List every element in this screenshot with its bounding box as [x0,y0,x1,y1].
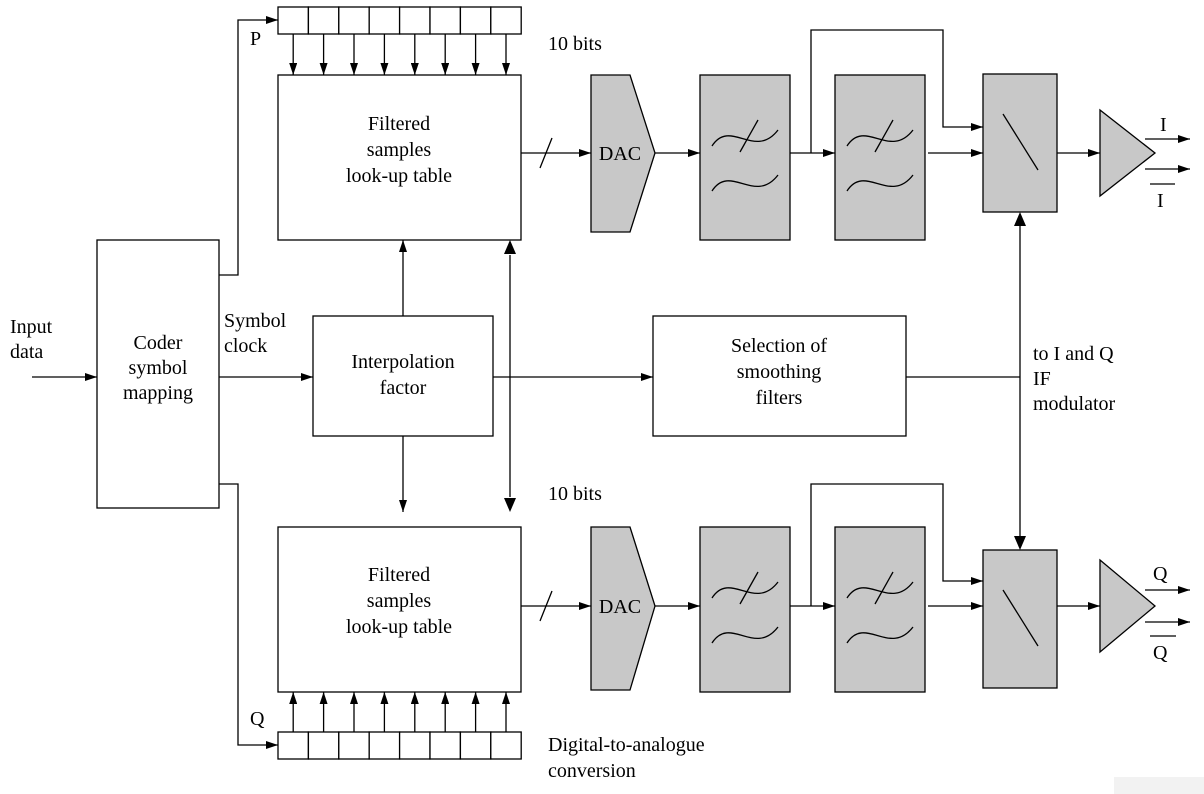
filter-curve-icon [711,626,779,644]
selection-label-3: filters [756,387,803,409]
filter-curve-icon [846,129,914,147]
interp-label-1: Interpolation [351,351,454,373]
filter-top-2 [834,74,926,241]
filter-slash-icon [874,119,894,153]
switch-block [982,549,1058,689]
dac-conversion-label-2: conversion [548,760,636,782]
symbol-clock-label-2: clock [224,335,267,357]
filter-curve-icon [846,174,914,192]
corner-shade [1114,777,1204,794]
register-cell [429,731,462,760]
register-cell [429,6,462,35]
out-q-label: Q [1153,563,1168,585]
bus-slash-bottom [539,590,553,622]
register-cell [307,731,340,760]
filter-curve-icon [711,174,779,192]
lut-bottom [277,526,522,693]
switch-bottom [982,549,1058,689]
switch-control-arrow-bottom [1014,536,1026,550]
filter-curve-icon [846,581,914,599]
out-i-label: I [1160,114,1167,136]
lut-bottom-label-3: look-up table [346,616,452,638]
register-cell [307,6,340,35]
register-cell [277,6,310,35]
filter-slash-icon [739,571,759,605]
p-path [219,16,278,276]
p-label: P [250,28,261,50]
lut-top [277,74,522,241]
filter-curve-icon [711,581,779,599]
selection-label-2: smoothing [737,361,821,383]
switch-diagonal-icon [1002,589,1039,647]
amplifier-bottom-icon [1099,558,1157,654]
filter-top-1 [699,74,791,241]
lut-bottom-label-2: samples [367,590,432,612]
filter-slash-icon [874,571,894,605]
symbol-clock-label-1: Symbol [224,310,287,332]
q-label: Q [250,708,265,730]
lut-top-label-1: Filtered [368,113,430,135]
filter-bottom-bypass [810,483,983,606]
out-i-bar-label: I [1157,190,1164,212]
filter-block [834,74,926,241]
filter-curve-icon [846,626,914,644]
register-cell [338,731,370,760]
filter-bottom-2 [834,526,926,693]
filter-curve-icon [711,129,779,147]
register-cell [398,731,431,760]
switch-block [982,73,1058,213]
to-mod-label-2: IF [1033,368,1051,390]
register-q [277,692,522,760]
interpolation-block [312,315,494,437]
lut-link-arrow-bottom [504,498,516,512]
register-cell [368,6,401,35]
register-cell [338,6,370,35]
dac-conversion-label-1: Digital-to-analogue [548,734,705,756]
filter-bottom-1 [699,526,791,693]
register-cell [459,731,492,760]
switch-top [982,73,1058,213]
coder-label-1: Coder [134,332,183,354]
switch-diagonal-icon [1002,113,1039,171]
register-cell [459,6,492,35]
lut-top-label-2: samples [367,139,432,161]
lut-bottom-label-1: Filtered [368,564,430,586]
filter-block [699,526,791,693]
dac-bottom-label: DAC [599,596,641,618]
selection-block [652,315,907,437]
coder-label-3: mapping [123,382,193,404]
bus-slash-top [539,137,553,169]
to-mod-label-1: to I and Q [1033,343,1114,365]
filter-slash-icon [739,119,759,153]
coder-block [96,239,220,509]
dac-top-label: DAC [599,143,641,165]
register-p [277,6,522,75]
filter-top-bypass [810,29,983,153]
input-label-2: data [10,341,43,363]
register-cell [490,731,522,760]
filter-block [699,74,791,241]
lut-top-label-3: look-up table [346,165,452,187]
dac-bottom [590,526,656,691]
lut-link-arrow-top [504,240,516,254]
switch-control-arrow-top [1014,212,1026,226]
filter-block [834,526,926,693]
q-path [219,483,278,749]
bits-top-label: 10 bits [548,33,602,55]
register-cell [398,6,431,35]
to-mod-label-3: modulator [1033,393,1116,415]
register-cell [277,731,310,760]
interp-label-2: factor [380,377,427,399]
register-cell [490,6,522,35]
out-q-bar-label: Q [1153,642,1168,664]
amplifier-top-icon [1099,108,1157,198]
coder-label-2: symbol [129,357,188,379]
register-cell [368,731,401,760]
dac-top [590,74,656,233]
bits-bottom-label: 10 bits [548,483,602,505]
selection-label-1: Selection of [731,335,827,357]
input-label-1: Input [10,316,53,338]
